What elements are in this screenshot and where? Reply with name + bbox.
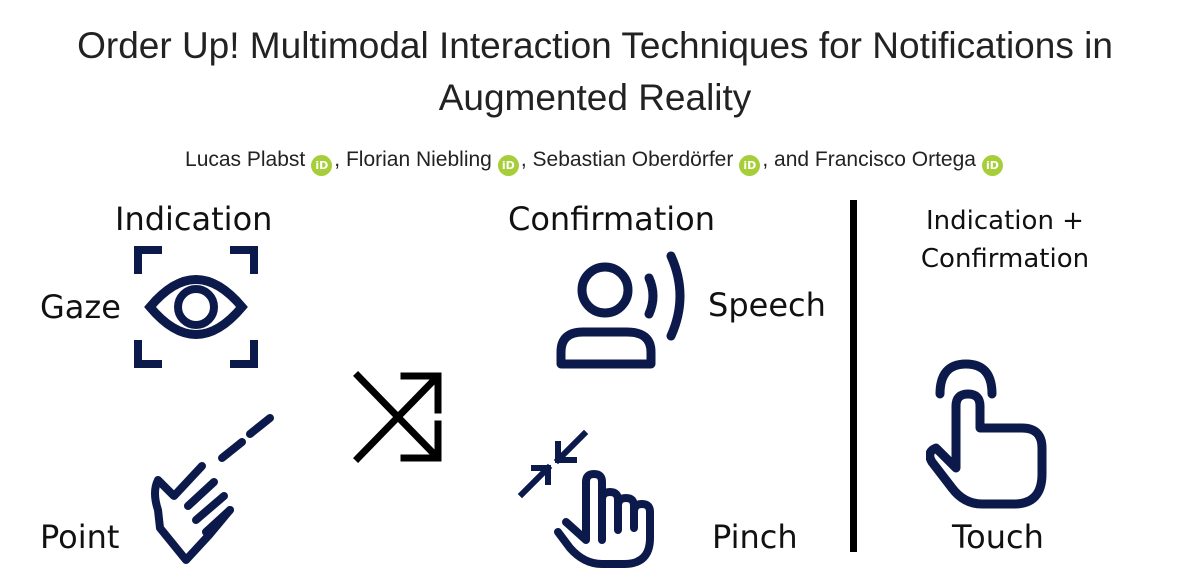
- title-line-1: Order Up! Multimodal Interaction Techniq…: [77, 25, 1113, 66]
- vertical-divider: [850, 200, 857, 552]
- author-name: Lucas Plabst: [185, 148, 306, 171]
- combined-heading-line-2: Confirmation: [920, 244, 1090, 274]
- point-hand-icon: [151, 414, 274, 564]
- author-separator: ,: [520, 148, 527, 171]
- combined-heading-line-1: Indication +: [926, 206, 1084, 236]
- combined-heading: Indication + Confirmation: [905, 202, 1105, 278]
- orcid-icon[interactable]: iD: [497, 155, 519, 176]
- speech-label: Speech: [708, 286, 826, 324]
- confirmation-heading: Confirmation: [508, 200, 716, 238]
- touch-hand-icon: [926, 359, 1047, 509]
- touch-label: Touch: [952, 518, 1044, 556]
- author-separator: , and: [762, 148, 810, 171]
- author-name: Sebastian Oberdörfer: [532, 148, 734, 171]
- paper-title: Order Up! Multimodal Interaction Techniq…: [0, 20, 1190, 124]
- gaze-label: Gaze: [40, 288, 121, 326]
- indication-heading: Indication: [115, 200, 273, 238]
- orcid-icon[interactable]: iD: [739, 155, 761, 176]
- author-separator: ,: [334, 148, 341, 171]
- author-name: Florian Niebling: [345, 148, 492, 171]
- shuffle-arrows-icon: [353, 371, 442, 463]
- pinch-hand-icon: [517, 430, 654, 568]
- pinch-label: Pinch: [712, 518, 798, 556]
- gaze-eye-icon: [134, 246, 258, 368]
- author-name: Francisco Ortega: [814, 148, 976, 171]
- orcid-icon[interactable]: iD: [311, 155, 333, 176]
- title-line-2: Augmented Reality: [438, 77, 752, 118]
- speech-person-icon: [556, 251, 685, 369]
- orcid-icon[interactable]: iD: [981, 155, 1003, 176]
- point-label: Point: [40, 518, 120, 556]
